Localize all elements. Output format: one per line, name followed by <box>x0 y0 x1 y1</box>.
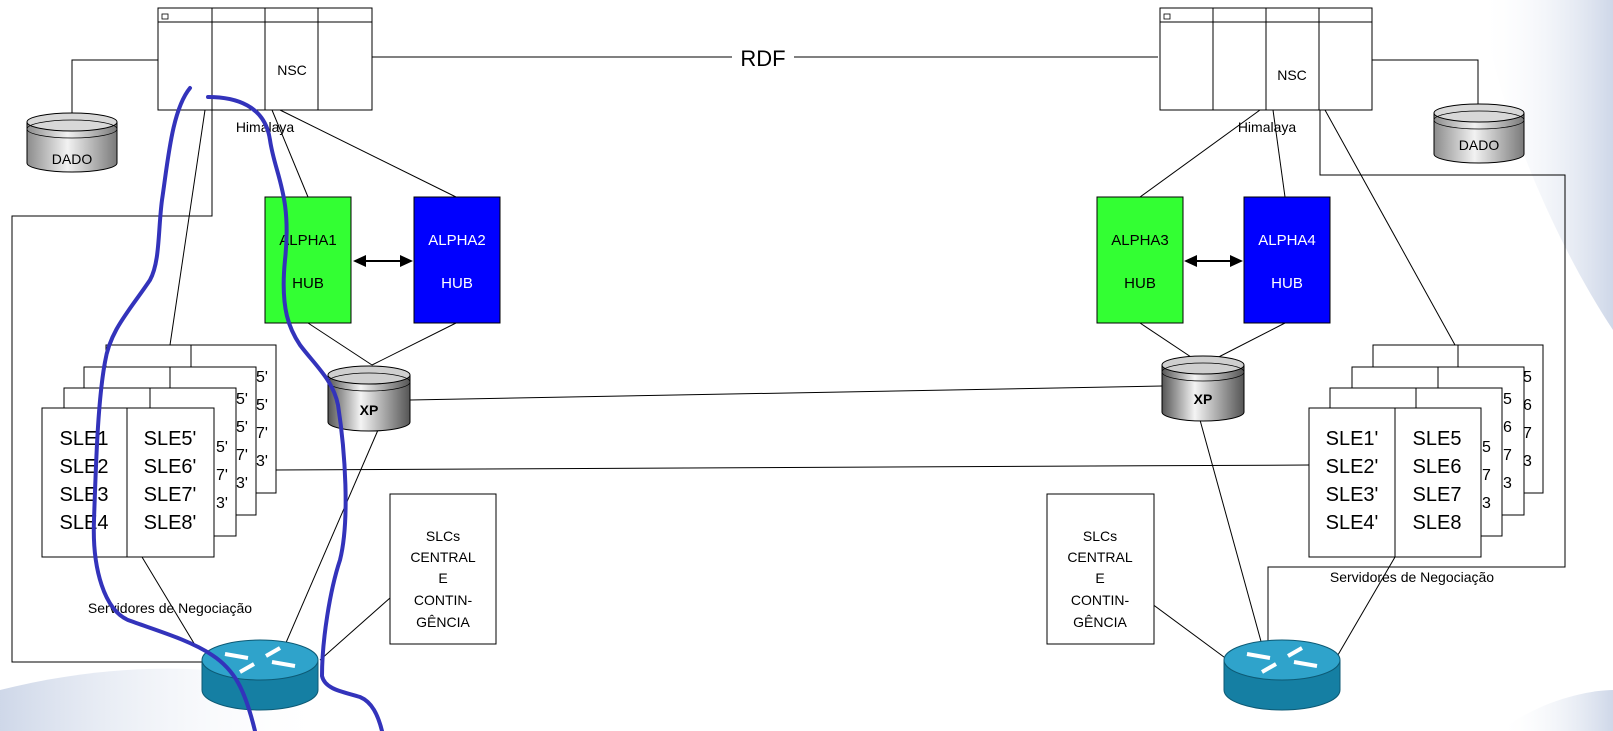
rdf-label: RDF <box>740 46 785 71</box>
left-slc-line: CONTIN- <box>414 592 473 608</box>
left-annotation-stroke <box>91 86 384 731</box>
left-servers-caption: Servidores de Negociação <box>88 600 252 616</box>
left-router-icon <box>201 639 319 711</box>
left-xp-storage-icon: XP <box>327 365 411 432</box>
right-alpha3-label: ALPHA3 <box>1111 232 1169 249</box>
left-alpha2-label: ALPHA2 <box>428 232 486 249</box>
right-server-fragments: 5 6 7 3 5 6 7 3 5 7 3 <box>1482 369 1532 512</box>
frag: 7' <box>216 467 228 484</box>
left-sle-3: SLE3 <box>60 484 109 506</box>
left-slc-box: SLCs CENTRAL E CONTIN- GÊNCIA <box>389 493 497 645</box>
frag: 3 <box>1482 495 1491 512</box>
frag: 5' <box>256 369 268 386</box>
left-sle-2: SLE2 <box>60 456 109 478</box>
right-sle-6: SLE6 <box>1413 456 1462 478</box>
frag: 7' <box>256 425 268 442</box>
right-alpha4-sub: HUB <box>1271 275 1303 292</box>
right-router-icon <box>1223 639 1341 711</box>
left-slc-line: E <box>438 570 447 586</box>
left-sle-7: SLE7' <box>144 484 197 506</box>
frag: 7' <box>236 447 248 464</box>
right-himalaya-frame: NSC <box>1159 7 1373 111</box>
right-sle-1: SLE1' <box>1326 428 1379 450</box>
left-server-fragments: 5' 5' 7' 3' 5' 5' 7' 3' 5' 7' 3' <box>216 369 268 512</box>
right-slc-line: GÊNCIA <box>1073 614 1127 630</box>
right-xp-label: XP <box>1194 391 1213 407</box>
left-alpha1-sub: HUB <box>292 275 324 292</box>
left-slc-line: CENTRAL <box>410 549 476 565</box>
left-sle-6: SLE6' <box>144 456 197 478</box>
right-server-front: SLE1' SLE2' SLE3' SLE4' SLE5 SLE6 SLE7 S… <box>1308 407 1482 558</box>
right-alpha4-label: ALPHA4 <box>1258 232 1316 249</box>
right-slc-box: SLCs CENTRAL E CONTIN- GÊNCIA <box>1046 493 1155 645</box>
right-hub-alpha4: ALPHA4 HUB <box>1243 196 1331 324</box>
right-connections <box>1139 59 1566 661</box>
left-server-front: SLE1 SLE2 SLE3 SLE4 SLE5' SLE6' SLE7' SL… <box>41 407 215 558</box>
right-slc-line: E <box>1095 570 1104 586</box>
right-sle-3: SLE3' <box>1326 484 1379 506</box>
left-sle-4: SLE4 <box>60 512 109 534</box>
right-dado-disk-icon: DADO <box>1433 103 1525 164</box>
right-sle-4: SLE4' <box>1326 512 1379 534</box>
frag: 5' <box>216 439 228 456</box>
frag: 3 <box>1503 475 1512 492</box>
frag: 5 <box>1503 391 1512 408</box>
frag: 7 <box>1482 467 1491 484</box>
right-himalaya-caption: Himalaya <box>1238 119 1297 135</box>
frag: 7 <box>1503 447 1512 464</box>
frag: 3' <box>236 475 248 492</box>
right-alpha3-sub: HUB <box>1124 275 1156 292</box>
right-sle-7: SLE7 <box>1413 484 1462 506</box>
left-hub-alpha2: ALPHA2 HUB <box>413 196 501 324</box>
frag: 6 <box>1523 397 1532 414</box>
frag: 5' <box>256 397 268 414</box>
left-connections <box>11 56 1311 663</box>
right-site: NSC Himalaya DADO ALPHA3 HUB ALPHA4 HUB <box>1046 7 1566 711</box>
right-sle-2: SLE2' <box>1326 456 1379 478</box>
left-hub-alpha1: ALPHA1 HUB <box>264 196 352 324</box>
left-sle-1: SLE1 <box>60 428 109 450</box>
right-sle-5: SLE5 <box>1413 428 1462 450</box>
right-slc-line: CENTRAL <box>1067 549 1133 565</box>
right-servers-caption: Servidores de Negociação <box>1330 569 1494 585</box>
frag: 3 <box>1523 453 1532 470</box>
left-dado-label: DADO <box>52 151 93 167</box>
frag: 5 <box>1523 369 1532 386</box>
rdf-link: RDF <box>740 46 1158 71</box>
frag: 3' <box>216 495 228 512</box>
left-sle-8: SLE8' <box>144 512 197 534</box>
right-slc-line: SLCs <box>1083 528 1117 544</box>
right-xp-storage-icon: XP <box>1161 355 1245 422</box>
right-slc-line: CONTIN- <box>1071 592 1130 608</box>
left-site: NSC Himalaya DADO ALPHA1 HUB ALPHA2 HUB <box>11 7 1311 731</box>
left-dado-disk-icon: DADO <box>26 112 118 173</box>
right-hub-alpha3: ALPHA3 HUB <box>1096 196 1184 324</box>
frag: 5' <box>236 391 248 408</box>
right-sle-8: SLE8 <box>1413 512 1462 534</box>
frag: 7 <box>1523 425 1532 442</box>
right-nsc-label: NSC <box>1277 67 1307 83</box>
frag: 5 <box>1482 439 1491 456</box>
frag: 3' <box>256 453 268 470</box>
left-himalaya-frame: NSC <box>157 7 373 111</box>
right-dado-label: DADO <box>1459 137 1500 153</box>
left-nsc-label: NSC <box>277 62 307 78</box>
left-alpha2-sub: HUB <box>441 275 473 292</box>
left-xp-label: XP <box>360 402 379 418</box>
right-hub-link-arrow <box>1184 255 1243 267</box>
left-slc-line: SLCs <box>426 528 460 544</box>
left-hub-link-arrow <box>353 255 413 267</box>
left-alpha1-label: ALPHA1 <box>279 232 337 249</box>
frag: 6 <box>1503 419 1512 436</box>
left-slc-line: GÊNCIA <box>416 614 470 630</box>
left-sle-5: SLE5' <box>144 428 197 450</box>
frag: 5' <box>236 419 248 436</box>
